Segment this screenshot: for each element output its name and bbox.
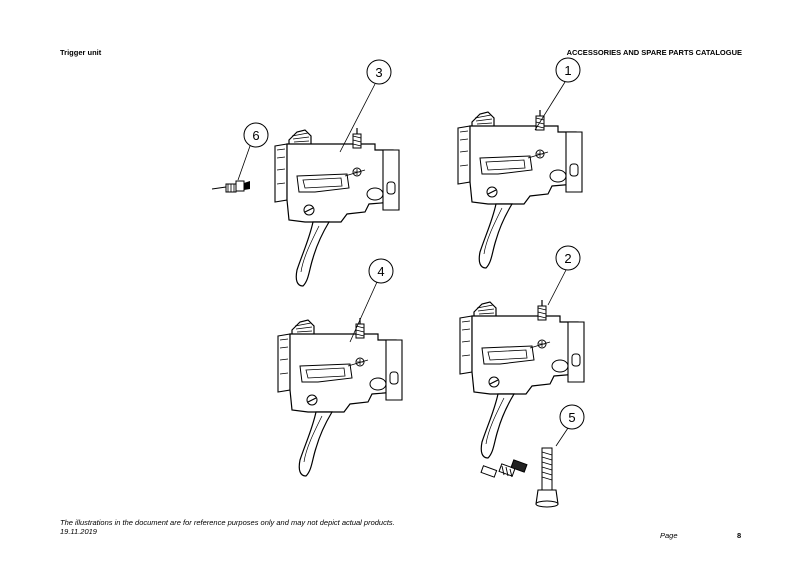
trigger-unit-2 bbox=[459, 299, 585, 459]
callout-3: 3 bbox=[366, 59, 392, 85]
callout-5: 5 bbox=[559, 404, 585, 430]
svg-text:5: 5 bbox=[568, 410, 575, 425]
screw-set-part-5 bbox=[480, 447, 559, 508]
trigger-unit-4 bbox=[277, 317, 403, 477]
document-date: 19.11.2019 bbox=[60, 527, 97, 536]
callout-4: 4 bbox=[368, 258, 394, 284]
screw-part-6 bbox=[211, 180, 251, 193]
leader-lines bbox=[237, 81, 569, 447]
callout-6: 6 bbox=[243, 122, 269, 148]
svg-text:6: 6 bbox=[252, 128, 259, 143]
svg-text:2: 2 bbox=[564, 251, 571, 266]
page-label: Page bbox=[660, 531, 678, 540]
callout-1: 1 bbox=[555, 57, 581, 83]
trigger-unit-1 bbox=[457, 109, 583, 269]
footer-note: The illustrations in the document are fo… bbox=[60, 518, 395, 536]
callout-2: 2 bbox=[555, 245, 581, 271]
svg-text:1: 1 bbox=[564, 63, 571, 78]
document-section-title: Trigger unit bbox=[60, 48, 102, 57]
svg-text:3: 3 bbox=[375, 65, 382, 80]
page-number: 8 bbox=[737, 531, 742, 540]
disclaimer-text: The illustrations in the document are fo… bbox=[60, 518, 395, 527]
catalogue-title: ACCESSORIES AND SPARE PARTS CATALOGUE bbox=[566, 48, 742, 57]
svg-text:4: 4 bbox=[377, 264, 384, 279]
